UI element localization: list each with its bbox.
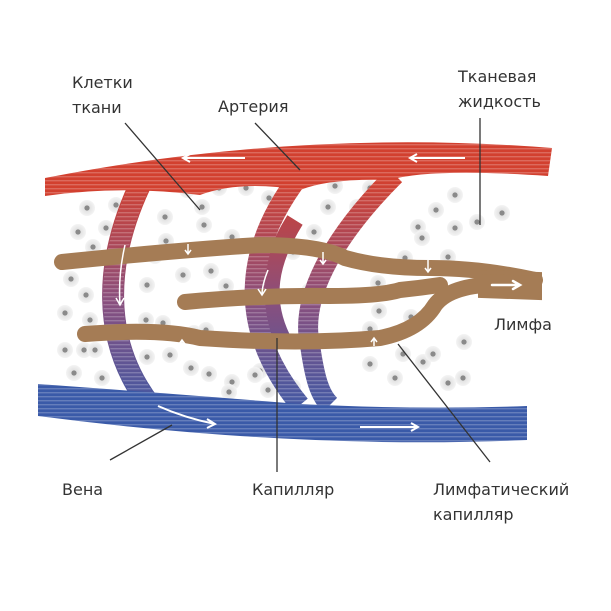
label-tissue-cells: ткани	[72, 98, 122, 117]
label-tissue-fluid: жидкость	[458, 92, 541, 111]
tissue-cell	[247, 367, 263, 383]
tissue-cell	[456, 334, 472, 350]
tissue-cell	[447, 220, 463, 236]
tissue-cell	[79, 200, 95, 216]
vein-flow-arrow	[360, 422, 421, 432]
flow-arrows	[115, 244, 432, 348]
lymph-flow-arrow	[490, 279, 523, 291]
label-tissue-fluid: Тканевая	[457, 67, 536, 86]
tissue-cell	[469, 214, 485, 230]
vein-flow-arrow	[157, 405, 218, 429]
label-tissue-cells: Клетки	[72, 73, 133, 92]
tissue-cell	[494, 205, 510, 221]
tissue-cell	[201, 366, 217, 382]
tissue-cell	[82, 312, 98, 328]
tissue-cell	[76, 342, 92, 358]
label-lymph: Лимфа	[494, 315, 552, 334]
tissue-cell	[94, 370, 110, 386]
tissue-cell	[221, 384, 237, 400]
tissue-cell	[455, 370, 471, 386]
tissue-cell	[362, 356, 378, 372]
tissue-cell	[203, 263, 219, 279]
tissue-cell	[371, 303, 387, 319]
tissue-cell	[395, 346, 411, 362]
tissue-cell	[63, 271, 79, 287]
tissue-cell	[87, 342, 103, 358]
tissue-cell	[414, 230, 430, 246]
tissue-cell	[320, 199, 336, 215]
tissue-cell	[387, 370, 403, 386]
tissue-cell	[306, 224, 322, 240]
tissue-cell	[139, 349, 155, 365]
tissue-cell	[447, 187, 463, 203]
tissue-cell	[57, 342, 73, 358]
tissue-cell	[175, 267, 191, 283]
tissue-cell	[183, 360, 199, 376]
label-lymph-capillary: Лимфатический	[433, 480, 569, 499]
tissue-cell	[218, 278, 234, 294]
leader-lines	[109, 118, 491, 472]
tissue-cell	[425, 346, 441, 362]
label-artery: Артерия	[218, 97, 288, 116]
artery-flow-arrow	[407, 153, 465, 163]
vein-vessel	[38, 384, 527, 443]
tissue-cell	[162, 347, 178, 363]
tissue-cell	[157, 209, 173, 225]
tissue-cell	[57, 305, 73, 321]
label-capillary: Капилляр	[252, 480, 334, 499]
label-lymph-capillary: капилляр	[433, 505, 514, 524]
tissue-cell	[260, 382, 276, 398]
tissue-cell	[428, 202, 444, 218]
tissue-cell	[440, 375, 456, 391]
tissue-cell	[139, 277, 155, 293]
tissue-cell	[98, 220, 114, 236]
label-vein: Вена	[62, 480, 103, 499]
lymphatic-capillaries	[54, 236, 543, 350]
artery-flow-arrow	[180, 153, 245, 163]
tissue-cell	[194, 199, 210, 215]
tissue-cell	[66, 365, 82, 381]
tissue-cell	[196, 217, 212, 233]
tissue-cell	[70, 224, 86, 240]
tissue-cell	[78, 287, 94, 303]
